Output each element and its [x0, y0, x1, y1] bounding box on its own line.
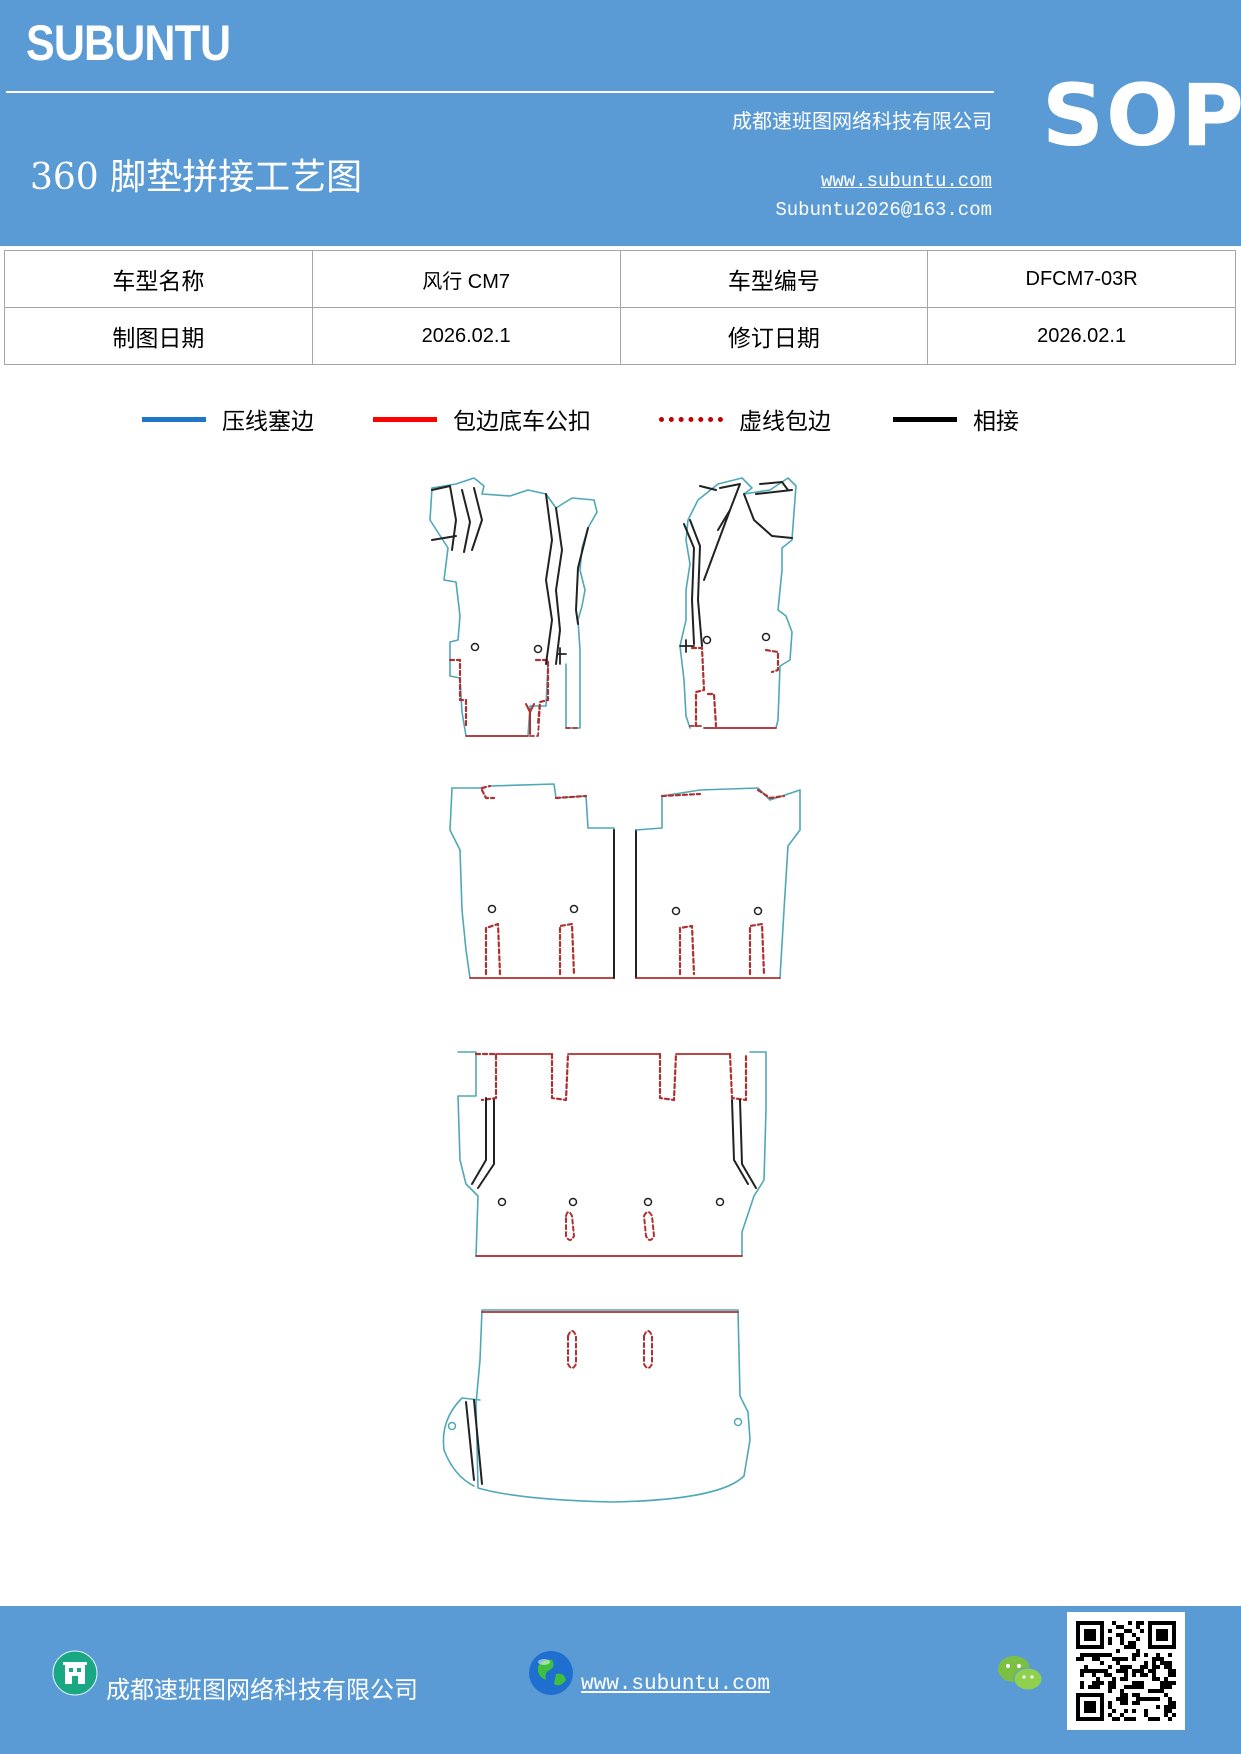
- legend-item-pressed-edge: 压线塞边: [142, 404, 314, 435]
- legend-item-dotted-edge: 虚线包边: [659, 404, 831, 435]
- label-model-name: 车型名称: [4, 250, 313, 308]
- sop-badge: SOP: [1042, 66, 1241, 166]
- legend-label: 包边底车公扣: [453, 409, 591, 435]
- label-revise-date: 修订日期: [619, 307, 929, 365]
- mat-piece-rear-seat: [457, 1051, 767, 1257]
- brand-logo: SUBUNTU: [26, 15, 231, 71]
- value-model-code: DFCM7-03R: [927, 250, 1236, 308]
- legend-label: 压线塞边: [222, 409, 314, 435]
- legend-item-wrap-edge: 包边底车公扣: [373, 404, 591, 435]
- legend-swatch: [659, 416, 723, 422]
- header-banner: [0, 0, 1241, 246]
- globe-icon: [528, 1650, 574, 1696]
- footer-website-link[interactable]: www.subuntu.com: [581, 1673, 771, 1696]
- legend-item-joint: 相接: [893, 404, 1019, 435]
- value-revise-date: 2026.02.1: [927, 307, 1236, 365]
- legend-swatch: [373, 416, 437, 422]
- label-draw-date: 制图日期: [4, 307, 313, 365]
- value-draw-date: 2026.02.1: [311, 307, 621, 365]
- footer-company-name: 成都速班图网络科技有限公司: [106, 1676, 418, 1704]
- legend-swatch: [893, 416, 957, 422]
- value-model-name: 风行 CM7: [311, 250, 621, 308]
- vehicle-info-table: 车型名称 风行 CM7 车型编号 DFCM7-03R 制图日期 2026.02.…: [4, 250, 1236, 365]
- building-icon: [52, 1650, 98, 1696]
- wechat-icon[interactable]: [996, 1652, 1044, 1696]
- website-link[interactable]: www.subuntu.com: [820, 170, 992, 192]
- legend-label: 虚线包边: [739, 409, 831, 435]
- mat-piece-trunk: [442, 1309, 751, 1503]
- mat-piece-front-right: [679, 477, 797, 729]
- email-address: Subuntu2026@163.com: [775, 199, 992, 221]
- qr-code: [1067, 1612, 1185, 1730]
- page-title: 360 脚垫拼接工艺图: [30, 157, 363, 198]
- table-row: 制图日期 2026.02.1 修订日期 2026.02.1: [4, 307, 1236, 365]
- legend-label: 相接: [973, 409, 1019, 435]
- table-row: 车型名称 风行 CM7 车型编号 DFCM7-03R: [4, 250, 1236, 308]
- company-name: 成都速班图网络科技有限公司: [732, 109, 992, 133]
- mat-piece-middle-left: [449, 783, 615, 979]
- header-divider: [6, 91, 994, 93]
- legend-swatch: [142, 416, 206, 422]
- mat-piece-middle-right: [635, 787, 801, 979]
- mat-piece-front-left: [429, 477, 598, 737]
- label-model-code: 车型编号: [619, 250, 929, 308]
